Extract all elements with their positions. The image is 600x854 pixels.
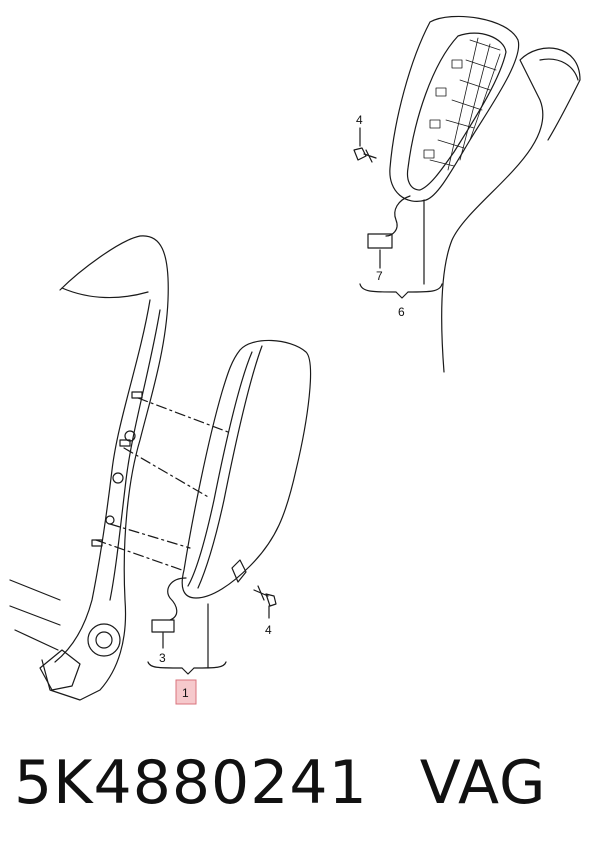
frame-pivot [87,623,121,657]
upper-connector [367,233,393,249]
part-number-bar: 5K4880241 VAG [14,748,594,828]
alignment-line [109,523,191,549]
upper-airbag-inner [406,32,507,191]
airbag-wiring-harness [167,577,187,621]
side-airbag-module [181,339,312,599]
callout-6: 6 [398,305,405,319]
upper-wiring-harness [385,195,411,237]
frame-cutout [131,391,143,399]
callout-3: 3 [159,651,166,665]
callout-1-highlight [175,679,197,705]
brand-name: VAG [419,748,547,818]
seat-backrest-outline [41,235,169,701]
upper-seat-edge [539,58,579,81]
bracket-group-6 [359,283,443,299]
airbag-connector [151,619,175,633]
upper-seat-outline [441,47,581,373]
exploded-parts-diagram: 1 3 4 4 7 6 [9,15,581,705]
side-airbag-seam [187,351,253,587]
callout-1: 1 [182,686,189,700]
seat-frame-side [54,299,151,663]
alignment-line [137,397,229,433]
frame-hole [105,515,115,525]
frame-pivot-inner [95,631,113,649]
frame-bracket [39,649,81,691]
side-airbag-seam-inner [197,345,263,589]
frame-hole [112,472,124,484]
bracket-group-1 [147,661,227,675]
alignment-line [123,447,211,499]
mounting-bolt [253,585,277,607]
alignment-line [95,539,183,571]
part-number: 5K4880241 [14,748,368,818]
callout-7: 7 [376,269,383,283]
callout-4-lower: 4 [265,623,272,637]
callout-4-upper: 4 [356,113,363,127]
seat-top-curve [61,287,149,299]
seat-frame-inner [109,309,161,601]
upper-airbag-grid [423,37,501,171]
upper-airbag-module [389,15,520,202]
upper-mounting-bolt [353,147,377,163]
seat-base-line [9,579,61,651]
frame-cutout [119,439,131,447]
airbag-mount-tab [231,559,247,583]
